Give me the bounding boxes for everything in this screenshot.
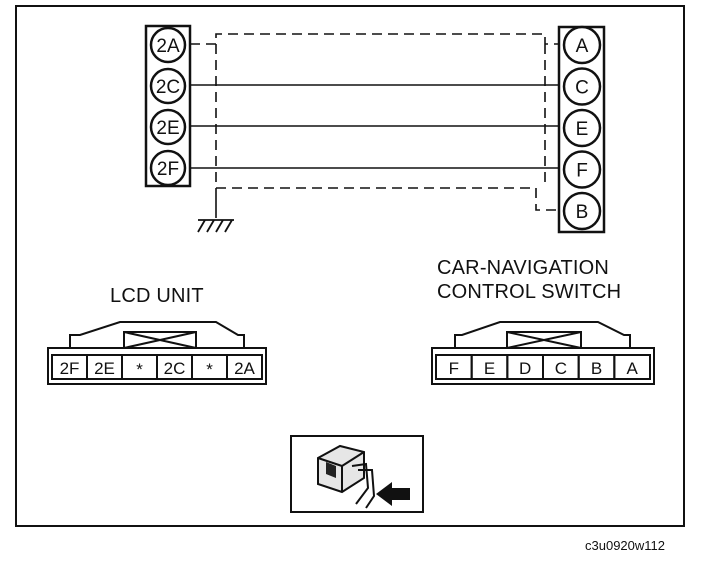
lcd-pin-label: 2C (156, 77, 180, 98)
lcd-connector-cells: 2F 2E * 2C * 2A (51, 354, 263, 380)
lcd-cell-1: 2E (86, 354, 123, 380)
lcd-pin-circle (149, 149, 187, 187)
nav-pin-label: A (576, 36, 589, 57)
wire-harness (190, 33, 559, 218)
lcd-pin-circle (149, 26, 187, 64)
lcd-cell-box (226, 354, 263, 380)
lcd-cell-5: 2A (226, 354, 263, 380)
lcd-pin-2f: 2F (149, 149, 187, 187)
lcd-connector-face: 2F 2E * 2C * 2A (47, 321, 267, 385)
nav-pin-label: C (575, 78, 589, 99)
lcd-cell-label: * (136, 360, 143, 379)
nav-pin-e: E (562, 108, 602, 148)
nav-cell-label: E (484, 359, 495, 378)
lcd-cell-label: 2E (94, 359, 115, 378)
lcd-pin-label: 2A (156, 36, 180, 57)
nav-pin-label: F (576, 161, 588, 182)
connector-insertion-icon (290, 435, 424, 513)
lcd-pin-label: 2F (157, 159, 179, 180)
nav-pin-a: A (562, 25, 602, 65)
ground-symbol-icon (197, 219, 234, 233)
nav-cell-4: B (577, 354, 616, 380)
nav-pin-circle (562, 67, 602, 106)
lcd-cell-3: 2C (156, 354, 193, 380)
lcd-cell-0: 2F (51, 354, 88, 380)
nav-cell-label: C (555, 359, 567, 378)
diagram-frame (15, 5, 685, 527)
nav-cell-label: A (626, 359, 638, 378)
lcd-connector-housing (69, 321, 245, 348)
nav-cell-box (613, 354, 651, 380)
nav-pin-circle (562, 25, 602, 65)
lcd-cell-label: 2F (60, 359, 80, 378)
lcd-pin-circle (149, 108, 187, 146)
nav-switch-title-line1: CAR-NAVIGATION (437, 257, 609, 279)
nav-cell-label: B (591, 359, 602, 378)
lcd-cell-4: * (191, 354, 228, 380)
nav-cell-0: F (435, 354, 473, 380)
nav-pin-f: F (562, 150, 602, 189)
nav-pin-label: E (576, 119, 589, 140)
nav-cell-5: A (613, 354, 651, 380)
lcd-pin-2c: 2C (149, 67, 187, 105)
lcd-unit-title: LCD UNIT (110, 285, 204, 307)
lcd-pin-2a: 2A (149, 26, 187, 64)
nav-pin-circle (562, 150, 602, 189)
lcd-connector-body (47, 347, 267, 385)
lcd-cell-2: * (121, 354, 158, 380)
lcd-pin-label: 2E (156, 118, 179, 139)
lcd-pin-2e: 2E (149, 108, 187, 146)
nav-pin-circle (562, 108, 602, 148)
nav-pin-circle (562, 191, 602, 231)
lcd-unit-pin-block: 2A 2C 2E 2F (144, 24, 192, 188)
nav-cell-2: D (506, 354, 545, 380)
nav-switch-title-line2: CONTROL SWITCH (437, 281, 621, 303)
lcd-pin-circle (149, 67, 187, 105)
nav-connector-body (431, 347, 655, 385)
nav-connector-housing (454, 321, 631, 348)
nav-pin-b: B (562, 191, 602, 231)
nav-pin-c: C (562, 67, 602, 106)
figure-code: c3u0920w112 (585, 538, 665, 553)
lcd-cell-label: * (206, 360, 213, 379)
nav-cell-label: D (519, 359, 531, 378)
nav-cell-label: F (449, 359, 459, 378)
nav-cell-1: E (470, 354, 509, 380)
shield-wire (190, 33, 559, 211)
lcd-cell-label: 2C (164, 359, 186, 378)
nav-pin-label: B (576, 202, 589, 223)
nav-cell-3: C (542, 354, 580, 380)
lcd-pin-list: 2A 2C 2E 2F (149, 26, 187, 187)
lcd-cell-label: 2A (234, 359, 255, 378)
